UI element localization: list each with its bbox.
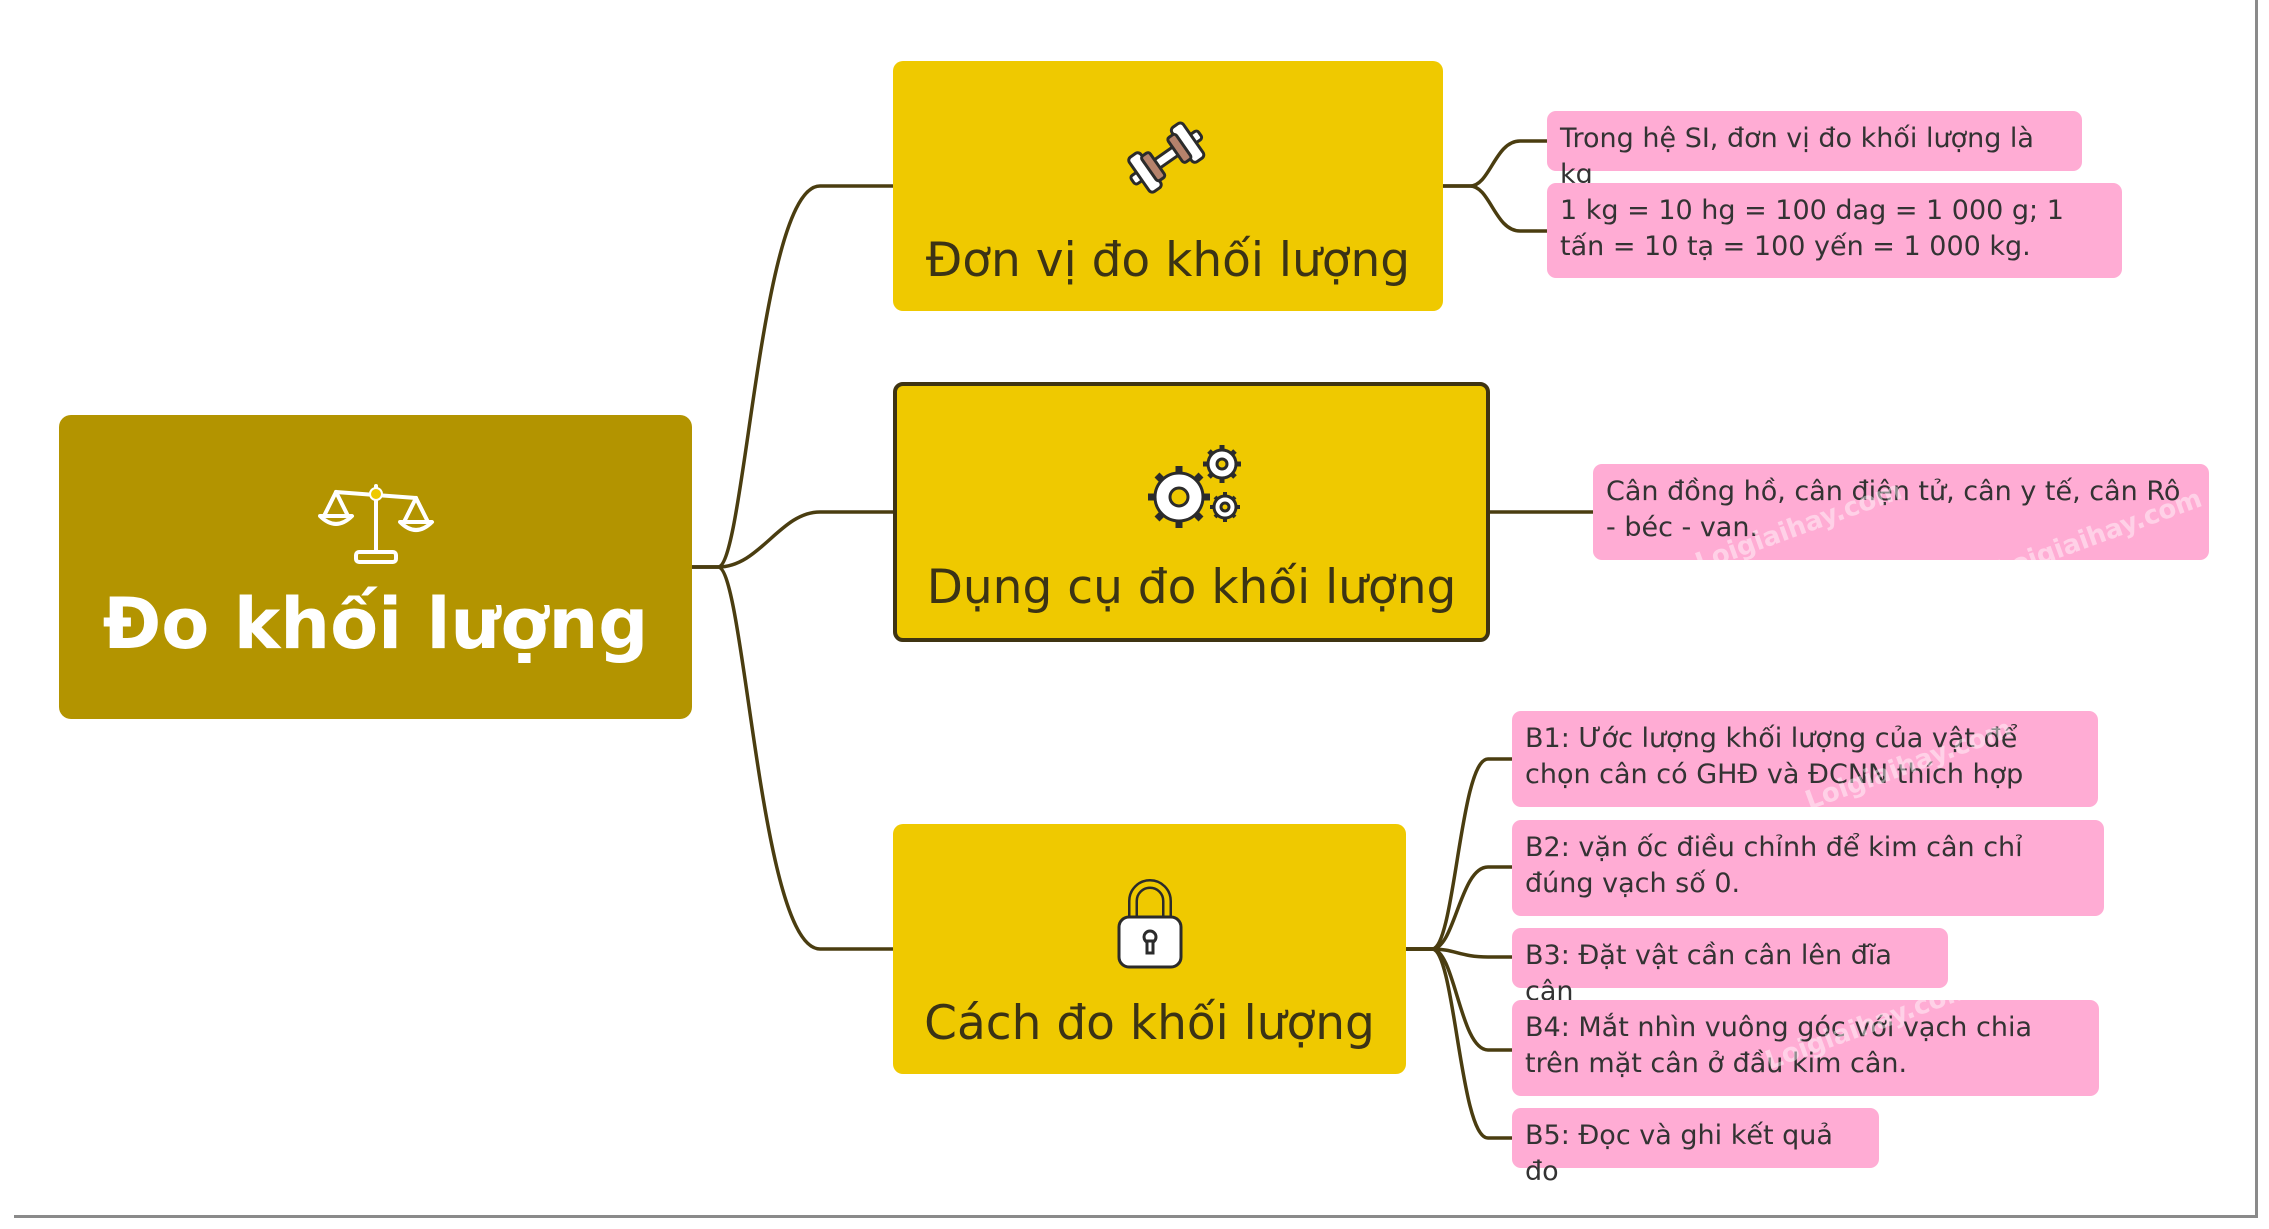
connector-root-topic-1 xyxy=(690,184,895,569)
topic-dung-cu-do[interactable]: Dụng cụ đo khối lượng xyxy=(893,382,1490,642)
connector-topic-3-leaf-5 xyxy=(1404,947,1514,1140)
connector-topic-3-leaf-1 xyxy=(1404,757,1514,951)
connector-topic-3-leaf-2 xyxy=(1404,865,1514,951)
connector-topic-1-leaf-2 xyxy=(1441,184,1549,233)
topic-label: Dụng cụ đo khối lượng xyxy=(926,560,1457,616)
leaf-step-1[interactable]: B1: Ước lượng khối lượng của vật để chọn… xyxy=(1512,711,2098,807)
root-label: Đo khối lượng xyxy=(102,582,649,665)
connector-topic-1-leaf-1 xyxy=(1441,139,1549,188)
frame-border-bottom xyxy=(14,1215,2258,1218)
connector-root-topic-2 xyxy=(690,510,895,569)
balance-scale-icon xyxy=(317,483,434,564)
frame-border-right xyxy=(2255,0,2258,1218)
connector-topic-3-leaf-4 xyxy=(1404,947,1514,1052)
dumbbell-icon xyxy=(1127,121,1206,194)
padlock-icon xyxy=(1117,879,1182,969)
topic-cach-do[interactable]: Cách đo khối lượng xyxy=(893,824,1406,1074)
leaf-si-unit[interactable]: Trong hệ SI, đơn vị đo khối lượng là kg xyxy=(1547,111,2082,190)
topic-label: Cách đo khối lượng xyxy=(924,996,1375,1052)
leaf-step-4[interactable]: B4: Mắt nhìn vuông góc với vạch chia trê… xyxy=(1512,1000,2099,1096)
leaf-step-3[interactable]: B3: Đặt vật cần cân lên đĩa cân xyxy=(1512,928,1948,1007)
connector-root-topic-3 xyxy=(690,565,895,951)
gears-icon xyxy=(1147,445,1241,529)
topic-don-vi-do[interactable]: Đơn vị đo khối lượng xyxy=(893,61,1443,311)
leaf-step-2[interactable]: B2: vặn ốc điều chỉnh để kim cân chỉ đún… xyxy=(1512,820,2104,916)
leaf-instruments[interactable]: Cân đồng hồ, cân điện tử, cân y tế, cân … xyxy=(1593,464,2209,560)
leaf-step-5[interactable]: B5: Đọc và ghi kết quả đo xyxy=(1512,1108,1879,1187)
topic-label: Đơn vị đo khối lượng xyxy=(925,233,1411,289)
leaf-unit-conversion[interactable]: 1 kg = 10 hg = 100 dag = 1 000 g; 1 tấn … xyxy=(1547,183,2122,278)
root-node[interactable]: Đo khối lượng xyxy=(59,415,692,719)
